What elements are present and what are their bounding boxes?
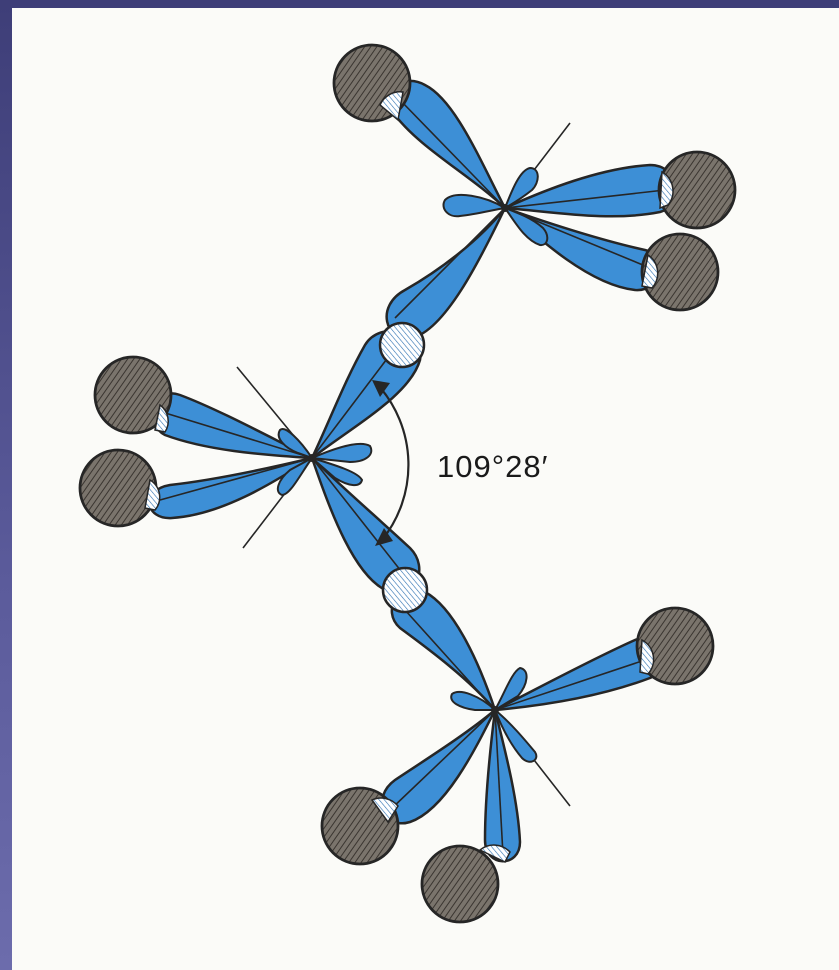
carbon-atom-middle: [148, 329, 422, 595]
hydrogen-atoms: [78, 43, 737, 924]
ch-overlap: [641, 253, 659, 289]
ch-overlap: [639, 638, 655, 675]
ch-overlap: [478, 844, 511, 863]
hydrogen-atom: [657, 150, 737, 230]
bond-angle-indicator: 109°28′: [372, 380, 548, 546]
orbital-small-lobe: [492, 666, 528, 713]
ch-overlap: [144, 478, 161, 511]
ch-overlap: [154, 403, 169, 433]
cc-overlap-bottom: [381, 566, 429, 614]
carbon-atom-bottom: [381, 588, 666, 863]
orbital-small-lobe: [276, 457, 313, 497]
ch-overlap: [659, 170, 674, 210]
angle-arrow-top: [372, 380, 390, 397]
ch-overlap: [370, 797, 399, 824]
orbital-small-lobe: [277, 428, 315, 460]
orbital-small-lobe: [311, 457, 364, 486]
orbital-small-lobe: [308, 442, 373, 464]
bond-angle-label: 109°28′: [437, 449, 548, 484]
orbital-small-lobe: [492, 706, 538, 763]
hydrogen-atom: [93, 355, 173, 435]
ch-overlap-regions: [144, 91, 674, 863]
hydrogen-atom: [640, 232, 720, 312]
angle-arrow-bottom: [375, 528, 393, 546]
orbital-small-lobe: [450, 691, 498, 711]
orbital-lobe: [385, 206, 507, 340]
hydrogen-atom: [420, 844, 500, 924]
ch-overlap: [379, 91, 404, 122]
carbon-nucleus: [491, 706, 499, 714]
cc-overlap-regions: [378, 321, 429, 614]
carbon-nucleus: [501, 204, 509, 212]
orbital-small-lobe: [502, 205, 549, 247]
orbital-small-lobe: [503, 166, 539, 211]
carbon-nucleus: [308, 454, 316, 462]
angle-arc: [377, 384, 410, 541]
hydrogen-atom: [78, 448, 158, 528]
orbital-small-lobe: [442, 193, 508, 218]
hydrogen-atom: [635, 606, 715, 686]
cc-overlap-top: [378, 321, 426, 369]
carbon-atom-top: [385, 79, 678, 340]
